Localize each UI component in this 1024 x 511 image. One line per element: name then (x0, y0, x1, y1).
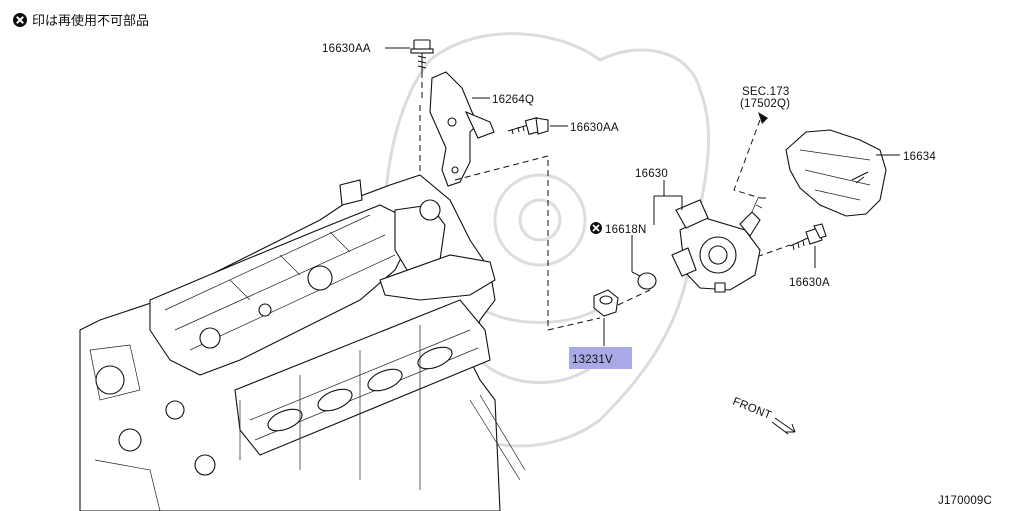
label-oring-16618n: 16618N (605, 224, 646, 236)
dashed-leader-bracket (419, 72, 423, 172)
sec-173-pointer (733, 112, 770, 199)
dashed-leader-right (747, 244, 791, 261)
cylinder-head-assembly (79, 174, 526, 511)
label-front: FRONT (731, 396, 773, 422)
seal-13231v (593, 289, 619, 346)
cover-16634 (785, 129, 900, 217)
legend: 印は再使用不可部品 (13, 13, 149, 28)
part-highlight (569, 347, 632, 369)
label-bracket-16264q: 16264Q (492, 94, 534, 106)
label-bolt-16630aa-mid: 16630AA (570, 122, 619, 134)
bolt-16630aa-top (385, 39, 434, 72)
dashed-leader-pump (617, 289, 651, 306)
bolt-16630aa-mid (507, 117, 568, 135)
legend-text: 印は再使用不可部品 (32, 13, 149, 28)
dashed-leader-box (454, 155, 601, 331)
bolt-16630a-right (789, 223, 827, 268)
label-sec-173-ref: (17502Q) (740, 98, 790, 110)
diagram-code: J170009C (938, 495, 992, 507)
label-pump-16630: 16630 (635, 168, 668, 180)
front-indicator (771, 417, 796, 435)
reuse-prohibited-icon-16618n (590, 222, 602, 234)
o-ring-16618n (631, 235, 657, 290)
bracket-16264q (429, 71, 495, 187)
label-highlight-13231v: 13231V (572, 354, 613, 366)
fuel-pump-16630 (653, 180, 763, 293)
label-bolt-16630aa-top: 16630AA (322, 43, 371, 55)
label-cover-16634: 16634 (903, 151, 936, 163)
label-bolt-16630a: 16630A (789, 277, 830, 289)
label-sec-173: SEC.173 (742, 86, 789, 98)
